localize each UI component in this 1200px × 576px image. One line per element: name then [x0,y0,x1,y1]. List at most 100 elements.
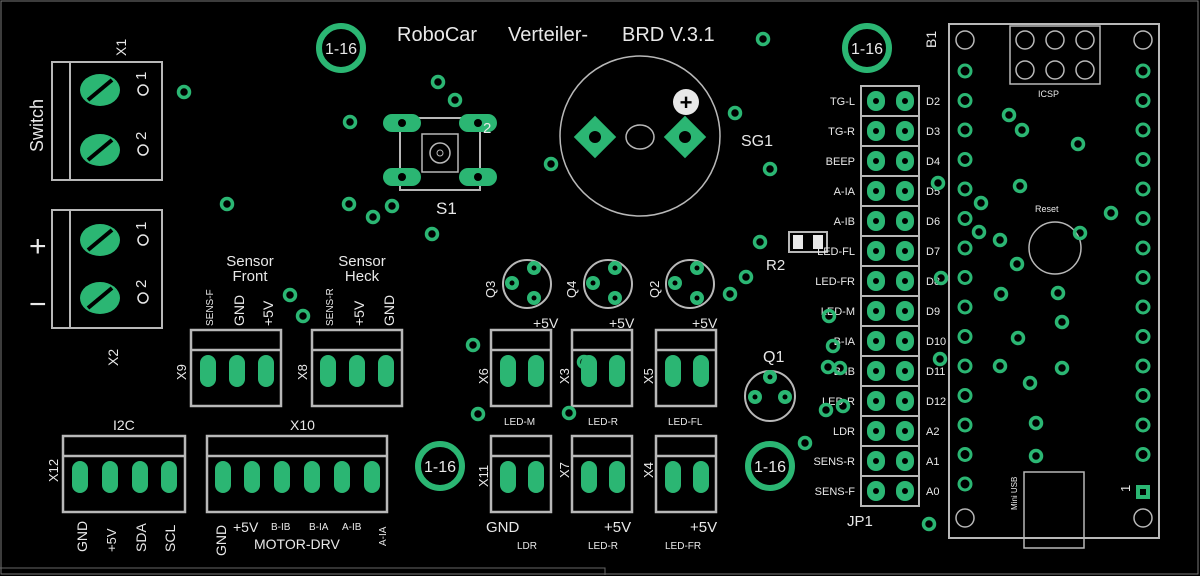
via [1022,375,1038,391]
nano-pad-left [957,122,973,138]
x3-label: X3 [557,368,572,384]
arduino-nano-pins [957,63,1151,499]
x7-header [570,434,634,514]
via [219,196,235,212]
via [1072,225,1088,241]
b1-label: B1 [923,31,939,48]
jp1-right-label: A2 [926,426,939,438]
x10-pin-b-ib: B-IB [271,522,291,533]
i2c-pin-gnd: GND [74,521,90,552]
via [1070,136,1086,152]
x2-screw-1 [80,224,120,256]
jp1-left-label: SENS-F [815,486,856,498]
led-fl-label: LED-FL [668,417,703,428]
q1-transistor [744,370,796,422]
via [365,209,381,225]
sg1-label: SG1 [741,133,773,150]
led-r2-label: LED-R [588,541,618,552]
via [1012,178,1028,194]
via [1103,205,1119,221]
nano-pad-left [957,447,973,462]
via [1014,122,1030,138]
svg-text:1-16: 1-16 [325,41,357,58]
via [992,232,1008,248]
x10-pin-b-ia: B-IA [309,522,329,533]
x6-5v-label: +5V [533,315,559,331]
ldr-label: LDR [517,541,537,552]
title-brd-version: BRD V.3.1 [622,24,715,46]
svg-text:1-16: 1-16 [424,459,456,476]
jp1-left-label: LDR [833,426,855,438]
via [993,286,1009,302]
nano-pad-left [957,63,973,79]
nano-pad-right [1135,447,1151,462]
svg-text:2: 2 [133,132,150,140]
via [295,308,311,324]
x1-label: X1 [113,39,129,56]
s1-label: S1 [436,199,457,218]
nano-pad-right [1135,240,1151,256]
x8-pin-gnd: GND [381,295,397,326]
via [1050,285,1066,301]
nano-pad-left [957,270,973,285]
nano-pad-right [1135,211,1151,226]
q2-transistor [665,259,715,309]
x5-label: X5 [641,368,656,384]
mount-hole-bottom-left: 1-16 [415,441,465,491]
q2-label: Q2 [647,281,662,298]
x9-pin-sens-f: SENS-F [205,289,216,326]
x9-pin-gnd: GND [231,295,247,326]
q3-transistor [502,259,552,309]
via [973,195,989,211]
via [727,105,743,121]
via [825,338,841,354]
x6-header [489,328,553,408]
x11-label: X11 [476,465,491,487]
nano-pad-right [1135,270,1151,285]
nano-pad-right [1135,358,1151,374]
svg-text:1-16: 1-16 [851,41,883,58]
x10-pin-5v: +5V [233,519,259,535]
jp1-right-label: D3 [926,126,940,138]
x8-label: X8 [295,364,310,380]
via [1001,107,1017,123]
x2-terminal-block: 1 2 [51,209,163,329]
via [818,402,834,418]
via [835,398,851,414]
x1-screw-2 [80,134,120,166]
nano-pad-right [1135,299,1151,315]
x5-header [654,328,718,408]
via [282,287,298,303]
via [1009,256,1025,272]
via [832,360,848,376]
jp1-left-label: SENS-R [813,456,855,468]
via [465,337,481,353]
x6-label: X6 [476,368,491,384]
q4-transistor [583,259,633,309]
jp1-right-label: D9 [926,306,940,318]
via [447,92,463,108]
x3-header [570,328,634,408]
via [430,74,446,90]
x2-screw-2 [80,282,120,314]
r2-label: R2 [766,257,785,274]
x4-label: X4 [641,462,656,478]
plus-label: + [29,230,47,263]
x8-header [310,328,404,408]
vias [176,31,1119,532]
mount-hole-top-left: 1-16 [316,23,366,73]
x9-header [189,328,283,408]
jp1-left-label: A-IA [834,186,856,198]
via [561,405,577,421]
x4-5v-label: +5V [690,519,717,536]
x8-pin-sens-r: SENS-R [325,288,336,326]
q4-label: Q4 [564,281,579,298]
nano-pad-left [957,329,973,344]
